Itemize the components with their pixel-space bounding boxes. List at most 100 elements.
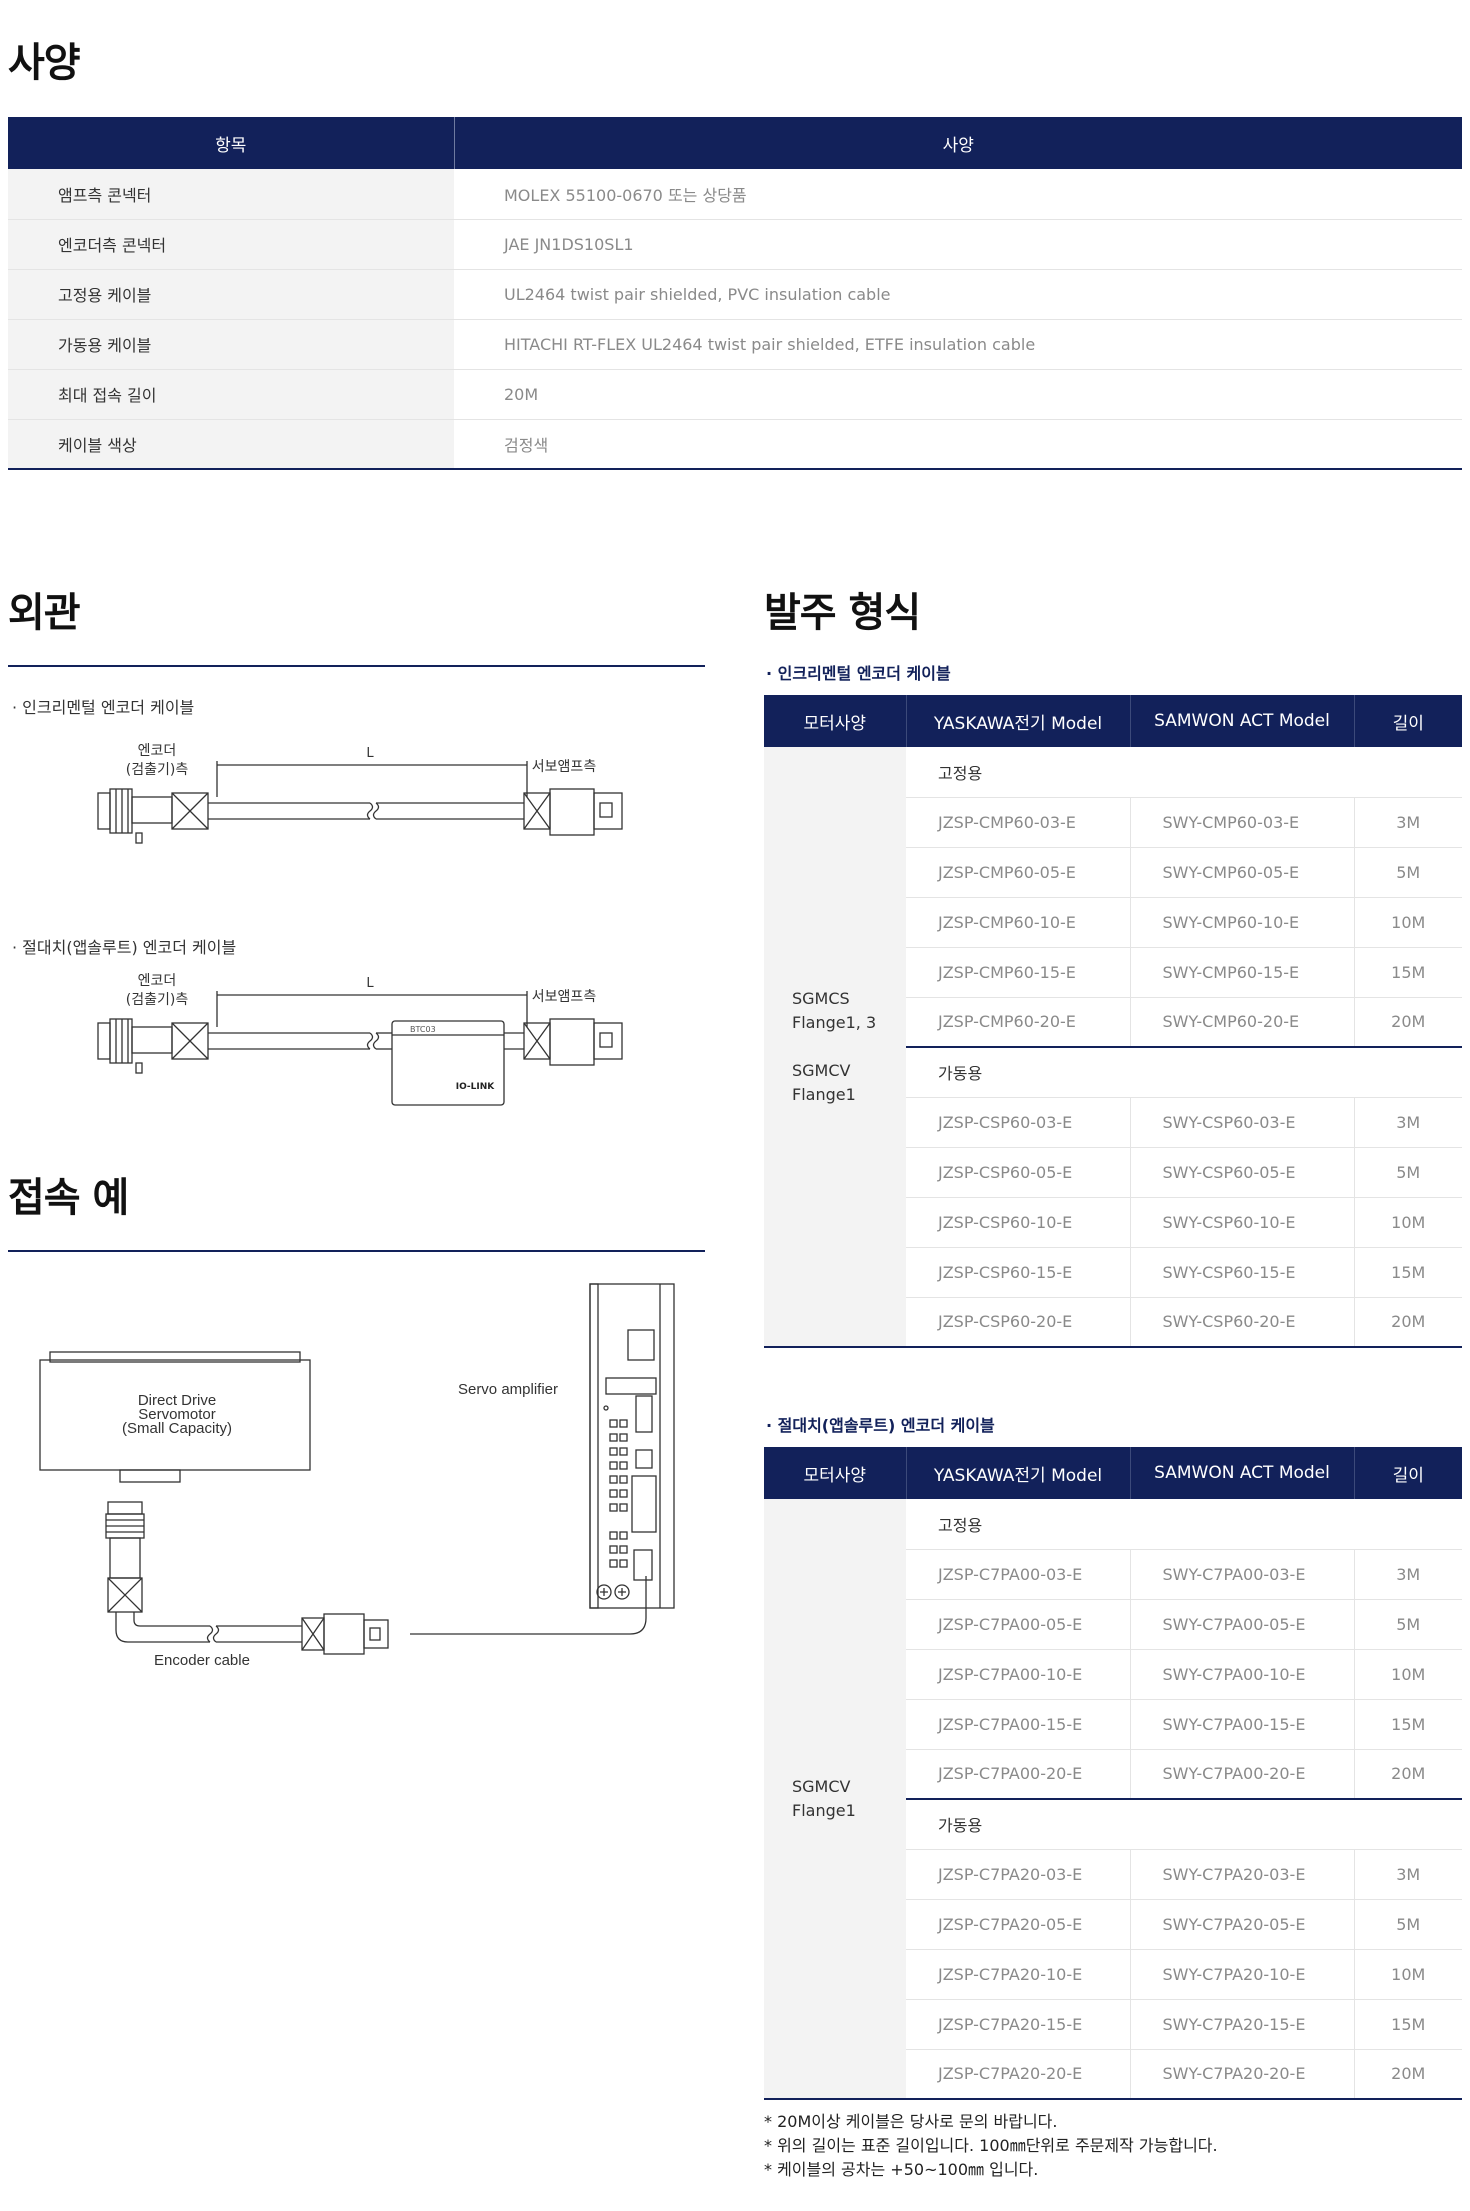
yaskawa-model: JZSP-CMP60-05-E <box>906 847 1131 898</box>
amp-side-label: 서보앰프측 <box>532 759 597 775</box>
length: 3M <box>1354 1097 1462 1148</box>
motor-line: Flange1, 3 <box>792 1012 877 1032</box>
samwon-model: SWY-C7PA20-10-E <box>1130 1949 1355 2000</box>
col-yaskawa: YASKAWA전기 Model <box>906 695 1131 747</box>
col-samwon: SAMWON ACT Model <box>1130 1447 1355 1499</box>
spec-value: UL2464 twist pair shielded, PVC insulati… <box>454 269 1462 320</box>
encoder-side-label-2: (검출기)측 <box>126 762 189 778</box>
length: 20M <box>1354 1297 1462 1348</box>
samwon-model: SWY-CSP60-10-E <box>1130 1197 1355 1248</box>
length: 10M <box>1354 1197 1462 1248</box>
yaskawa-model: JZSP-C7PA20-10-E <box>906 1949 1131 2000</box>
motor-line: Flange1 <box>792 1800 856 1820</box>
spec-key: 엔코더측 콘넥터 <box>8 219 454 270</box>
battery-logo: IO-LINK <box>456 1082 496 1092</box>
spec-key: 최대 접속 길이 <box>8 369 454 420</box>
spec-key: 고정용 케이블 <box>8 269 454 320</box>
yaskawa-model: JZSP-C7PA20-03-E <box>906 1849 1131 1900</box>
appearance-rule <box>8 665 705 667</box>
length: 20M <box>1354 1749 1462 1800</box>
incremental-cable-label: · 인크리멘털 엔코더 케이블 <box>12 698 195 717</box>
servo-amp-label: Servo amplifier <box>458 1381 558 1398</box>
order-table-incremental: 모터사양 YASKAWA전기 Model SAMWON ACT Model 길이… <box>764 695 1462 1348</box>
samwon-model: SWY-C7PA20-15-E <box>1130 1999 1355 2050</box>
order-title: 발주 형식 <box>764 590 921 636</box>
spec-value: 검정색 <box>454 419 1462 470</box>
samwon-model: SWY-C7PA00-05-E <box>1130 1599 1355 1650</box>
group-row: SGMCS Flange1, 3 SGMCV Flange1 고정용 <box>764 747 1462 1348</box>
note-line: * 케이블의 공차는 +50~100㎜ 입니다. <box>764 2160 1039 2179</box>
order-notes: * 20M이상 케이블은 당사로 문의 바랍니다. * 위의 길이는 표준 길이… <box>764 2110 1218 2182</box>
note-line: * 위의 길이는 표준 길이입니다. 100㎜단위로 주문제작 가능합니다. <box>764 2136 1218 2155</box>
samwon-model: SWY-CMP60-20-E <box>1130 997 1355 1048</box>
connection-title: 접속 예 <box>8 1175 129 1221</box>
motor-label-1: Direct Drive <box>138 1392 216 1409</box>
samwon-model: SWY-CSP60-03-E <box>1130 1097 1355 1148</box>
order-table-absolute: 모터사양 YASKAWA전기 Model SAMWON ACT Model 길이… <box>764 1447 1462 2100</box>
encoder-cable-label: Encoder cable <box>154 1652 250 1669</box>
length: 5M <box>1354 1899 1462 1950</box>
length: 15M <box>1354 947 1462 998</box>
encoder-side-label-1: 엔코더 <box>138 743 177 759</box>
length-mark: L <box>366 746 374 761</box>
samwon-model: SWY-CMP60-03-E <box>1130 797 1355 848</box>
battery-text: BTC03 <box>410 1025 436 1034</box>
samwon-model: SWY-CMP60-05-E <box>1130 847 1355 898</box>
samwon-model: SWY-CSP60-15-E <box>1130 1247 1355 1298</box>
yaskawa-model: JZSP-C7PA00-03-E <box>906 1549 1131 1600</box>
col-length: 길이 <box>1354 1447 1462 1499</box>
absolute-cable-drawing: 엔코더 (검출기)측 L 서보앰프측 BTC03 IO-LINK <box>97 973 623 1106</box>
length: 15M <box>1354 1247 1462 1298</box>
incremental-cable-drawing: 엔코더 (검출기)측 L 서보앰프측 <box>97 743 623 844</box>
yaskawa-model: JZSP-C7PA00-15-E <box>906 1699 1131 1750</box>
spec-header-spec: 사양 <box>454 117 1462 169</box>
connection-diagram: Direct Drive Servomotor (Small Capacity)… <box>39 1283 675 1669</box>
length: 15M <box>1354 1999 1462 2050</box>
length: 15M <box>1354 1699 1462 1750</box>
group-row: SGMCV Flange1 고정용 <box>764 1499 1462 2100</box>
motor-label-2: Servomotor <box>138 1406 216 1423</box>
length: 5M <box>1354 1147 1462 1198</box>
samwon-model: SWY-CMP60-15-E <box>1130 947 1355 998</box>
length: 3M <box>1354 797 1462 848</box>
length: 10M <box>1354 1949 1462 2000</box>
length: 5M <box>1354 1599 1462 1650</box>
samwon-model: SWY-CSP60-05-E <box>1130 1147 1355 1198</box>
group-label-moving: 가동용 <box>906 1799 1462 1850</box>
motor-line: SGMCS <box>792 988 850 1008</box>
motor-line: SGMCV <box>792 1776 851 1796</box>
yaskawa-model: JZSP-C7PA20-20-E <box>906 2049 1131 2100</box>
col-length: 길이 <box>1354 695 1462 747</box>
encoder-side-label-2: (검출기)측 <box>126 992 189 1008</box>
samwon-model: SWY-C7PA00-20-E <box>1130 1749 1355 1800</box>
col-motor: 모터사양 <box>764 1447 907 1499</box>
motor-line: Flange1 <box>792 1084 856 1104</box>
yaskawa-model: JZSP-CMP60-10-E <box>906 897 1131 948</box>
length: 20M <box>1354 2049 1462 2100</box>
encoder-side-label-1: 엔코더 <box>138 973 177 989</box>
samwon-model: SWY-CMP60-10-E <box>1130 897 1355 948</box>
group-row: 가동용 <box>764 1047 1462 1098</box>
yaskawa-model: JZSP-C7PA20-05-E <box>906 1899 1131 1950</box>
col-yaskawa: YASKAWA전기 Model <box>906 1447 1131 1499</box>
yaskawa-model: JZSP-CMP60-20-E <box>906 997 1131 1048</box>
yaskawa-model: JZSP-C7PA00-05-E <box>906 1599 1131 1650</box>
yaskawa-model: JZSP-CSP60-10-E <box>906 1197 1131 1248</box>
motor-cell: SGMCV Flange1 <box>764 1499 906 2100</box>
